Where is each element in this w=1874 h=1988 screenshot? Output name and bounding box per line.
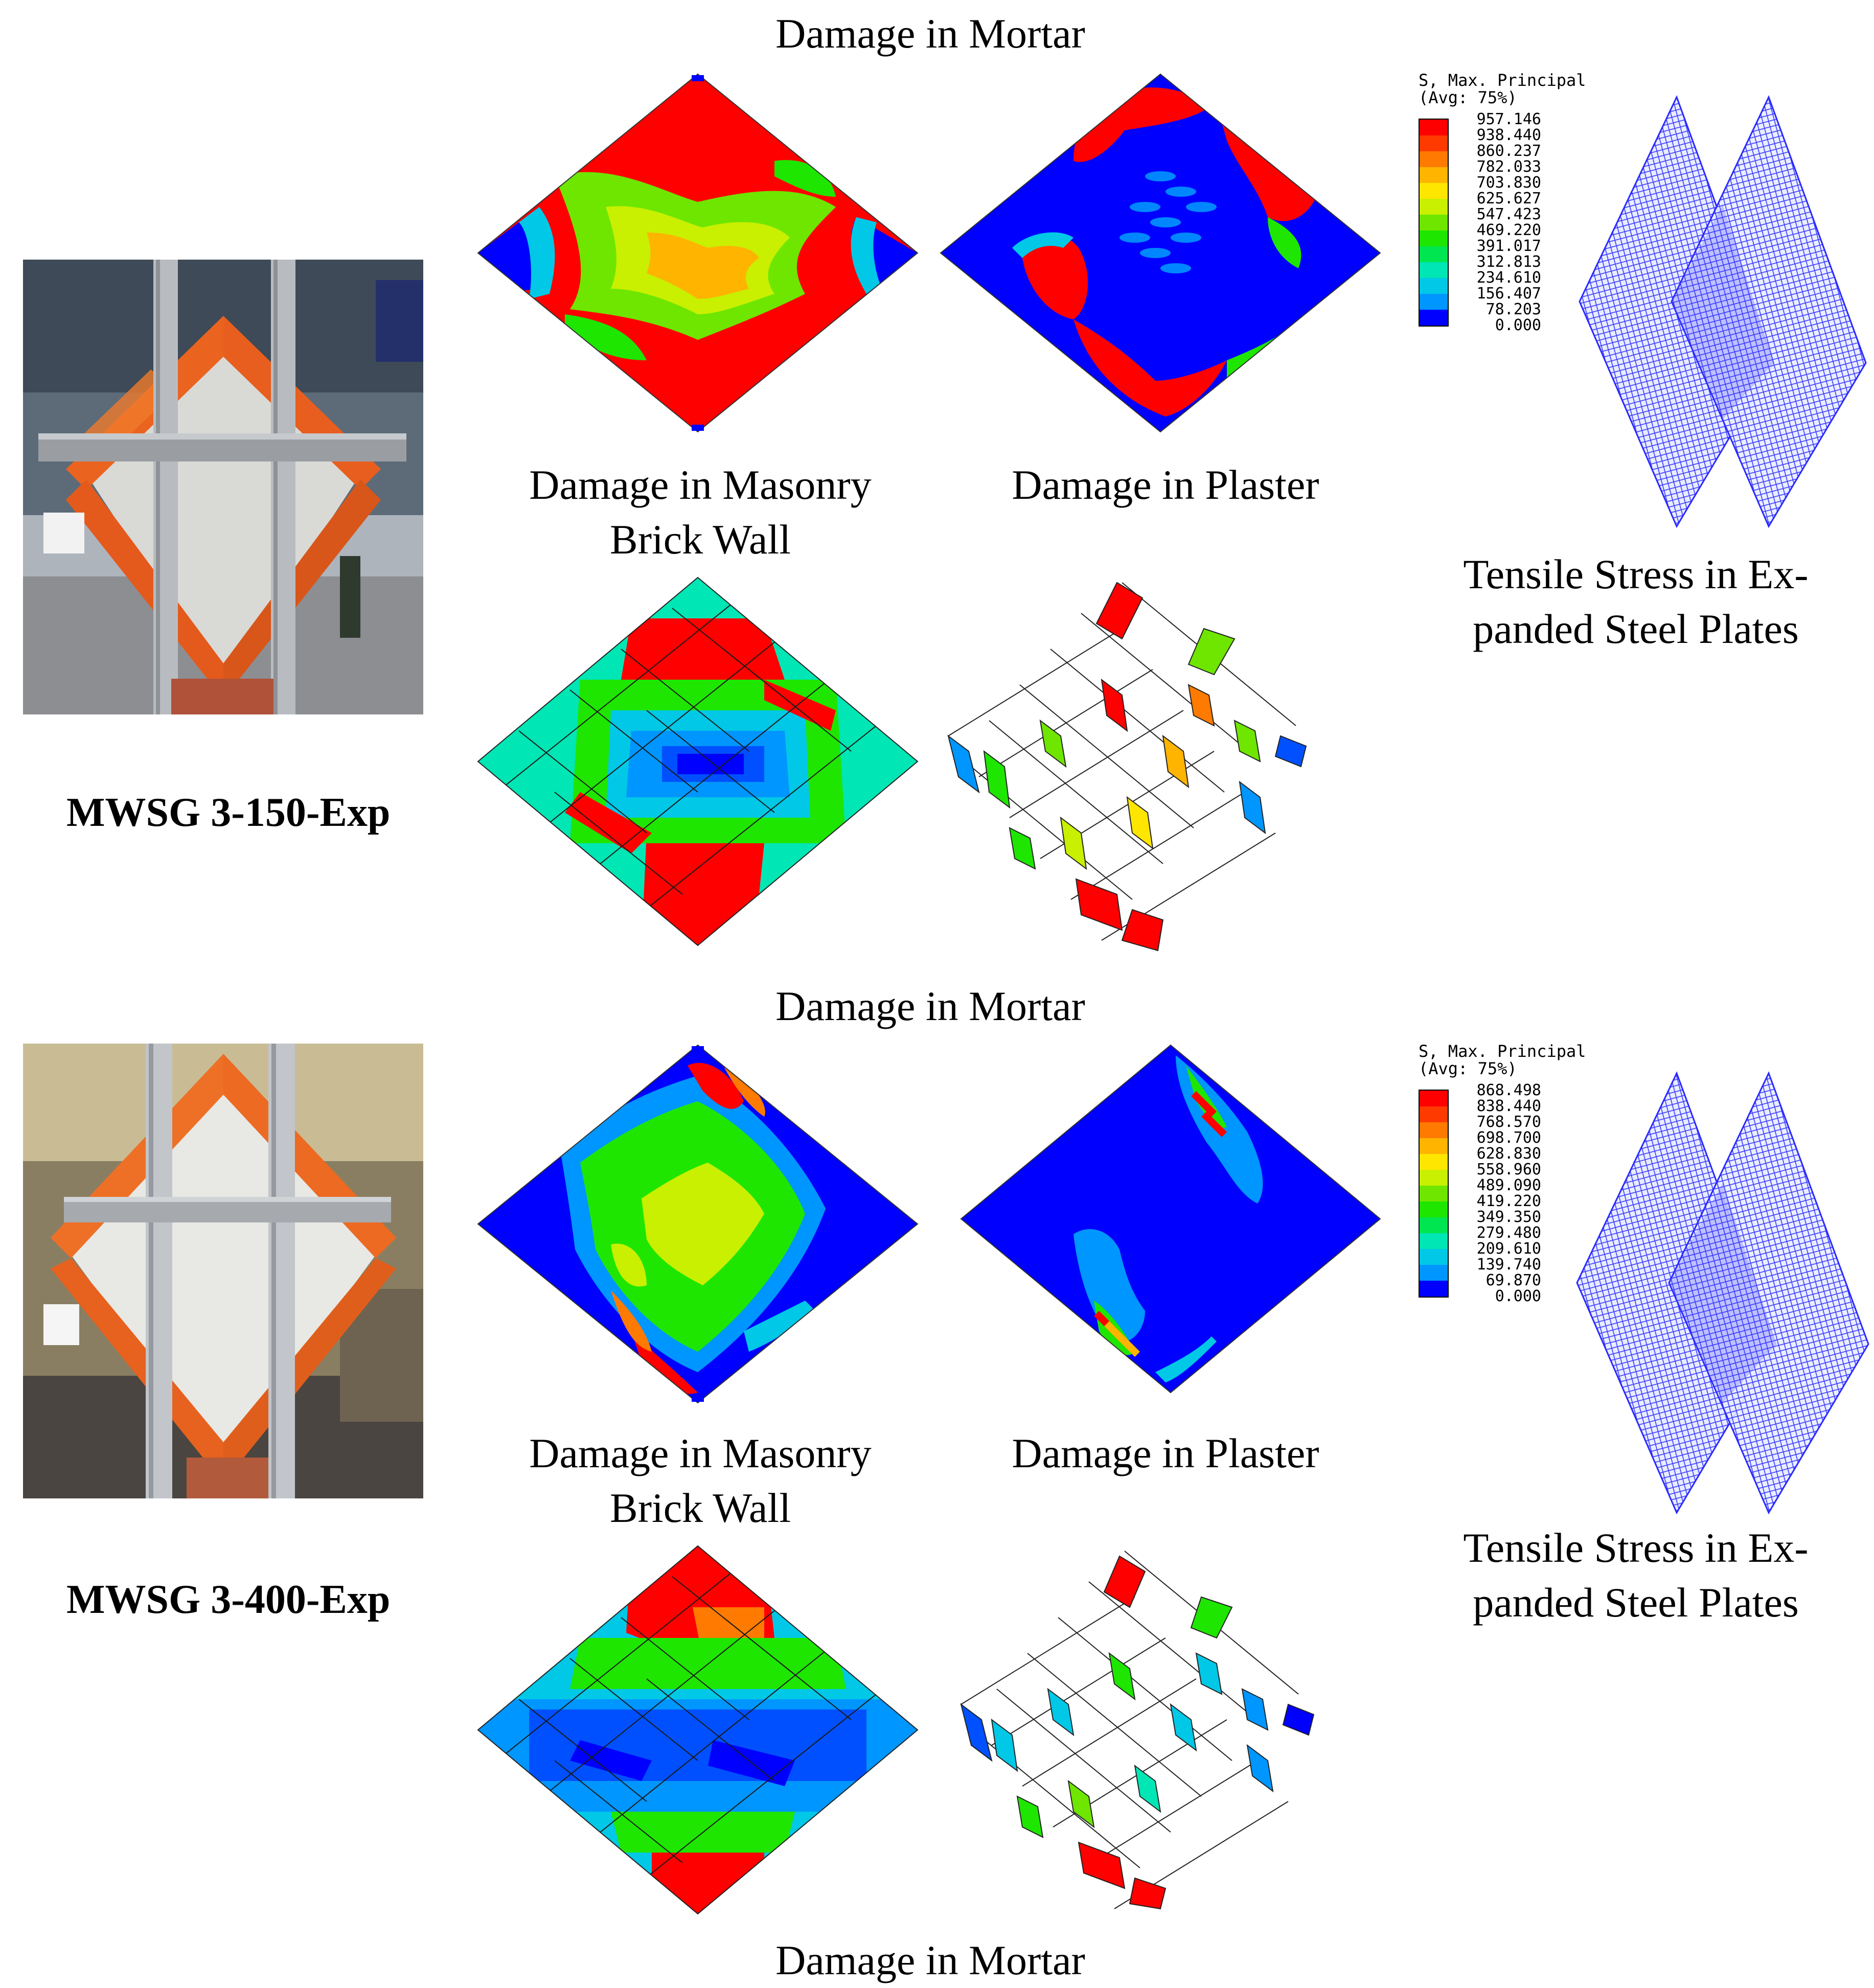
specimen-1-masonry-caption-1: Damage in Masonry [529, 461, 872, 508]
specimen-1-legend-title-2: (Avg: 75%) [1419, 88, 1517, 107]
legend-value: 234.610 [1476, 269, 1541, 287]
specimen-1-plaster-contour [940, 73, 1381, 433]
specimen-2-masonry-caption-1: Damage in Masonry [529, 1430, 872, 1476]
specimen-2-masonry-caption-2: Brick Wall [610, 1485, 791, 1531]
top-heading: Damage in Mortar [775, 10, 1085, 57]
specimen-2-mortar-heading: Damage in Mortar [775, 983, 1085, 1029]
specimen-2-label: MWSG 3-400-Exp [66, 1577, 391, 1622]
specimen-2-plaster-contour [960, 1044, 1381, 1394]
specimen-1-legend-title-1: S, Max. Principal [1419, 71, 1586, 90]
legend-value: 838.440 [1476, 1097, 1541, 1115]
specimen-2-steel-mesh [1576, 1071, 1869, 1515]
legend-value: 0.000 [1495, 1287, 1541, 1305]
legend-value: 209.610 [1476, 1240, 1541, 1258]
legend-value: 139.740 [1476, 1256, 1541, 1274]
legend-value: 782.033 [1476, 158, 1541, 176]
legend-value: 628.830 [1476, 1145, 1541, 1163]
legend-value: 625.627 [1476, 190, 1541, 207]
bottom-heading: Damage in Mortar [775, 1937, 1085, 1983]
legend-value: 279.480 [1476, 1224, 1541, 1242]
legend-value: 768.570 [1476, 1113, 1541, 1131]
specimen-1-legend-colorbar [1419, 119, 1449, 327]
legend-value: 349.350 [1476, 1208, 1541, 1226]
specimen-2-steel-caption-2: panded Steel Plates [1473, 1579, 1799, 1626]
legend-value: 0.000 [1495, 316, 1541, 334]
specimen-2-plaster-caption: Damage in Plaster [1012, 1430, 1319, 1476]
legend-value: 312.813 [1476, 253, 1541, 271]
specimen-2-legend-colorbar [1419, 1090, 1449, 1298]
legend-value: 78.203 [1486, 300, 1541, 318]
legend-value: 703.830 [1476, 174, 1541, 192]
specimen-1-steel-caption-1: Tensile Stress in Ex- [1463, 551, 1809, 597]
specimen-2-masonry-contour [477, 1545, 919, 1915]
specimen-1-steel-caption-2: panded Steel Plates [1473, 606, 1799, 652]
specimen-2-strips-contour [960, 1551, 1315, 1910]
legend-value: 938.440 [1476, 126, 1541, 144]
legend-value: 860.237 [1476, 142, 1541, 160]
specimen-2-steel-caption-1: Tensile Stress in Ex- [1463, 1524, 1809, 1571]
specimen-2-legend-values: 868.498 838.440 768.570 698.700 628.830 … [1452, 1082, 1541, 1304]
legend-value: 957.146 [1476, 110, 1541, 128]
legend-value: 868.498 [1476, 1081, 1541, 1099]
specimen-2-mortar-contour [477, 1044, 919, 1404]
legend-value: 558.960 [1476, 1161, 1541, 1178]
specimen-2-photo [23, 1044, 423, 1498]
legend-value: 156.407 [1476, 285, 1541, 303]
specimen-1-masonry-caption-2: Brick Wall [610, 516, 791, 563]
legend-value: 489.090 [1476, 1176, 1541, 1194]
legend-value: 469.220 [1476, 221, 1541, 239]
specimen-1-masonry-contour [477, 576, 919, 946]
specimen-1-label: MWSG 3-150-Exp [66, 790, 391, 835]
specimen-1-mortar-contour [477, 73, 919, 433]
legend-value: 69.870 [1486, 1272, 1541, 1289]
legend-value: 419.220 [1476, 1192, 1541, 1210]
specimen-2-legend-title-2: (Avg: 75%) [1419, 1059, 1517, 1078]
specimen-1-plaster-caption: Damage in Plaster [1012, 461, 1319, 508]
specimen-1-legend-values: 957.146 938.440 860.237 782.033 703.830 … [1452, 111, 1541, 333]
legend-value: 547.423 [1476, 205, 1541, 223]
specimen-1-photo [23, 260, 423, 714]
legend-value: 391.017 [1476, 237, 1541, 255]
specimen-1-strips-contour [947, 582, 1307, 952]
specimen-2-legend-title-1: S, Max. Principal [1419, 1042, 1586, 1061]
legend-value: 698.700 [1476, 1129, 1541, 1147]
specimen-1-steel-mesh [1579, 95, 1867, 528]
